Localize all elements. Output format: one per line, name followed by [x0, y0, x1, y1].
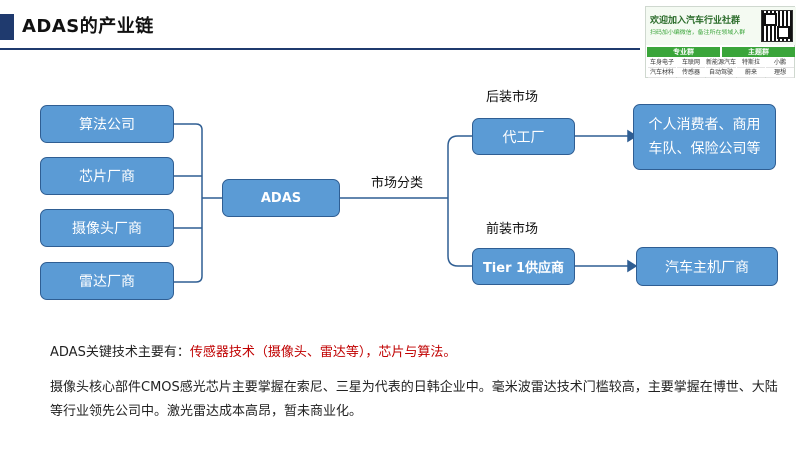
aftermarket-node: 代工厂 [472, 118, 575, 155]
title-divider [0, 48, 640, 50]
oem-label: 前装市场 [486, 222, 539, 237]
community-promo-card[interactable]: 欢迎加入汽车行业社群 扫码加小编微信，备注所在领域入群 专业群 主题群 车身电子… [645, 6, 796, 78]
promo-group-cell: 蔚来 [737, 69, 765, 78]
key-tech-highlight: 传感器技术（摄像头、雷达等），芯片与算法 [189, 345, 444, 360]
supplier-bracket [174, 123, 203, 283]
key-tech-suffix: 。 [443, 345, 457, 360]
promo-group-cell: 小鹏 [766, 59, 794, 68]
promo-tags: 专业群 主题群 [646, 47, 796, 57]
industry-paragraph: 摄像头核心部件CMOS感光芯片主要掌握在索尼、三星为代表的日韩企业中。毫米波雷达… [50, 380, 778, 419]
qr-code-icon [761, 10, 793, 42]
aftermarket-label: 后装市场 [486, 90, 539, 105]
split-branch [447, 135, 472, 267]
market-split-label: 市场分类 [371, 176, 424, 191]
promo-group-cell: 理想 [766, 69, 794, 78]
tier1-node: Tier 1供应商 [472, 248, 575, 285]
arrow-to-aftermarket-customer [575, 129, 638, 143]
supplier-node-radar: 雷达厂商 [40, 262, 174, 300]
promo-tag: 主题群 [722, 47, 795, 57]
adas-node: ADAS [222, 179, 340, 217]
promo-subtitle: 扫码加小编微信，备注所在领域入群 [650, 28, 746, 36]
key-tech-line: ADAS关键技术主要有：传感器技术（摄像头、雷达等），芯片与算法。 [50, 341, 456, 360]
promo-group-cell: 新能源汽车 [705, 59, 736, 68]
promo-group-cell: 车联网 [676, 59, 705, 68]
aftermarket-customer-node: 个人消费者、商用车队、保险公司等 [633, 104, 776, 170]
supplier-node-chip: 芯片厂商 [40, 157, 174, 195]
arrow-to-oem-customer [575, 259, 638, 273]
aftermarket-customer-text: 个人消费者、商用车队、保险公司等 [648, 117, 761, 157]
title-accent-bar [0, 14, 14, 40]
promo-group-cell: 自动驾驶 [705, 69, 736, 78]
promo-header: 欢迎加入汽车行业社群 扫码加小编微信，备注所在领域入群 [646, 7, 796, 45]
promo-group-cell: 车身电子 [648, 59, 676, 68]
promo-tag: 专业群 [647, 47, 720, 57]
promo-title: 欢迎加入汽车行业社群 [650, 16, 741, 26]
promo-group-cell: 特斯拉 [737, 59, 765, 68]
page-title: ADAS的产业链 [22, 16, 154, 37]
supplier-node-algorithm: 算法公司 [40, 105, 174, 143]
key-tech-prefix: ADAS关键技术主要有： [50, 345, 190, 360]
promo-group-grid: 车身电子 车联网 新能源汽车 特斯拉 小鹏 汽车材料 传感器 自动驾驶 蔚来 理… [648, 59, 794, 78]
supplier-node-camera: 摄像头厂商 [40, 209, 174, 247]
promo-group-cell: 汽车材料 [648, 69, 676, 78]
promo-group-cell: 传感器 [676, 69, 705, 78]
oem-customer-node: 汽车主机厂商 [636, 247, 778, 286]
